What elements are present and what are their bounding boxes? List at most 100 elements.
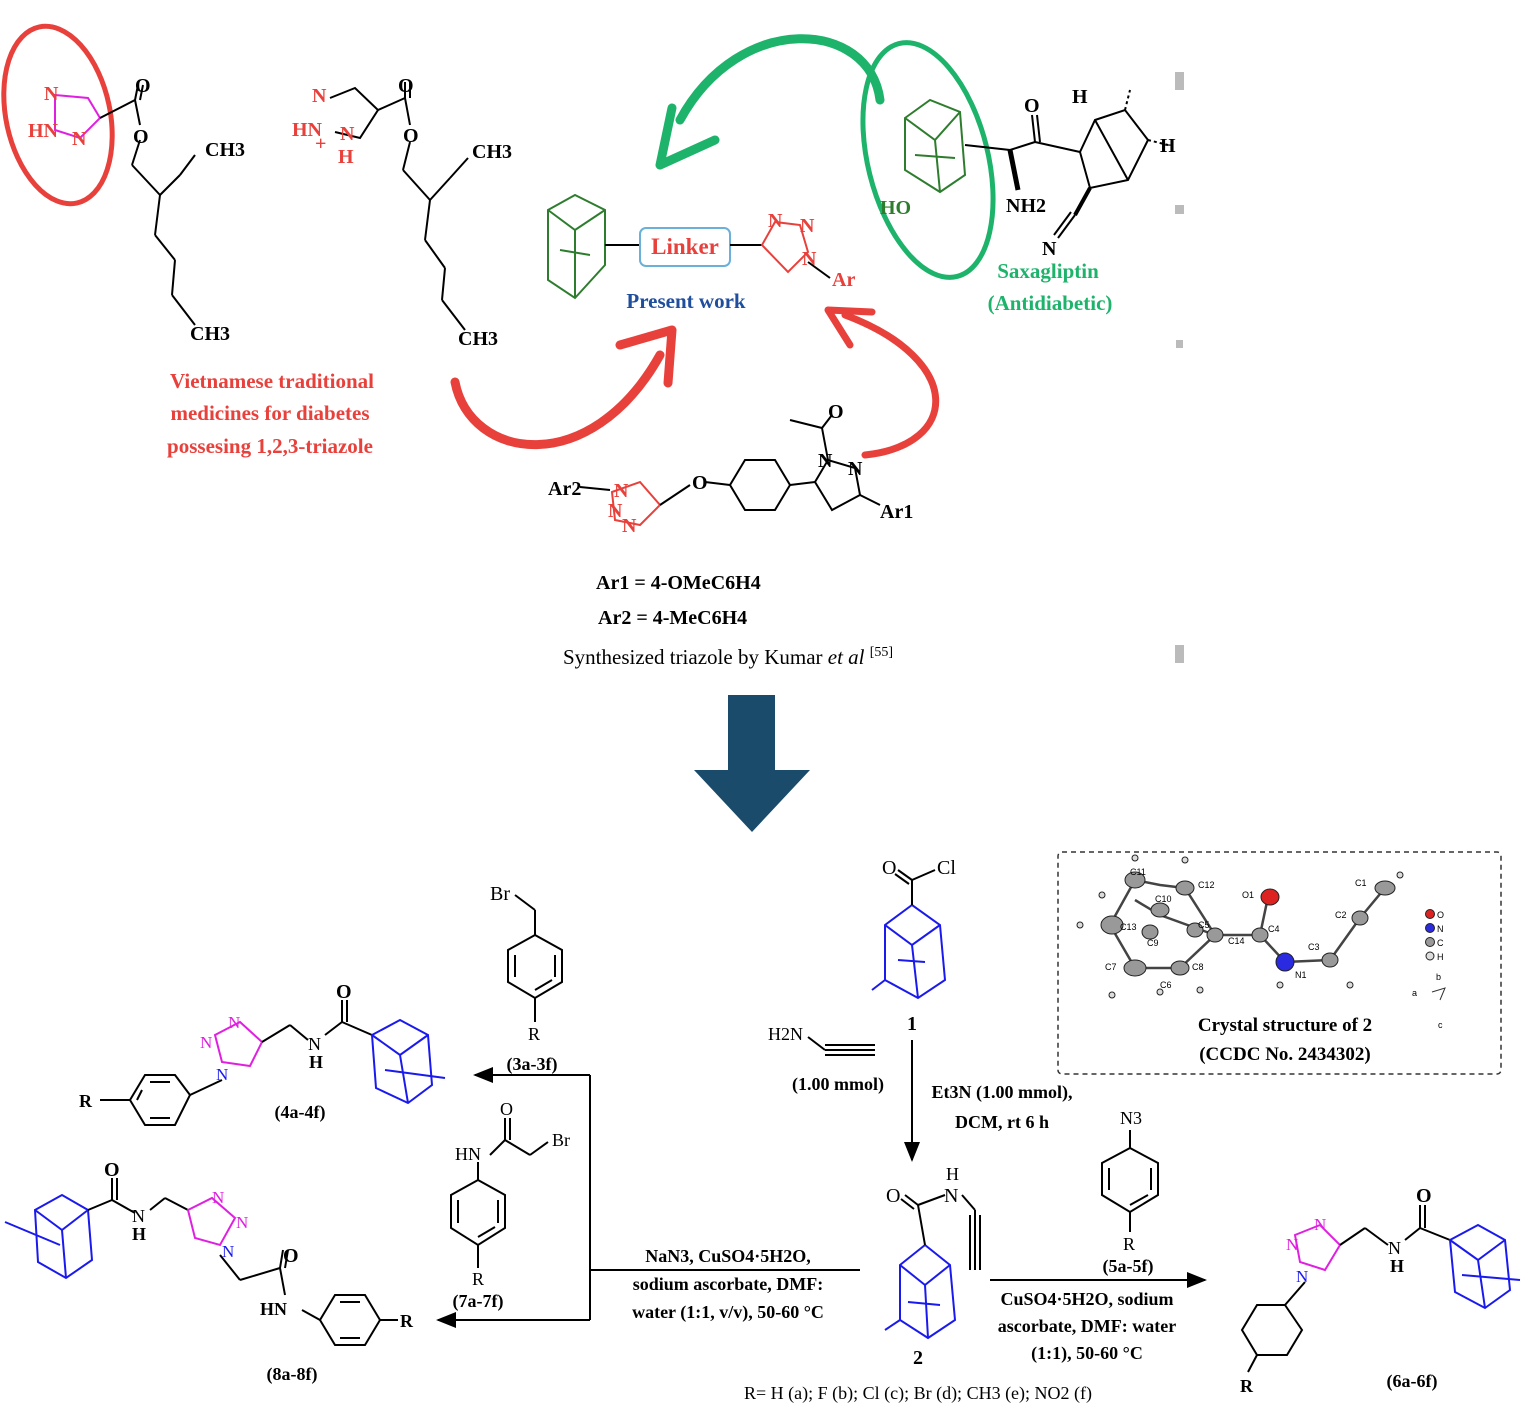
down-arrow	[694, 695, 810, 832]
atom-n: N	[228, 1013, 240, 1032]
atom-h: H	[1072, 86, 1088, 108]
amine-label: H2N	[768, 1024, 803, 1044]
step-right-conditions: (1:1), 50-60 °C	[1031, 1343, 1143, 1364]
r-label: R	[472, 1269, 484, 1289]
charge-plus: +	[315, 133, 326, 155]
vietnamese-compound-1	[1, 23, 196, 326]
vietnamese-compound-2	[329, 82, 469, 331]
atom-n: N	[132, 1206, 145, 1226]
atom-o: O	[403, 125, 419, 147]
atom-o: O	[500, 1099, 513, 1119]
saxagliptin-name: Saxagliptin	[997, 259, 1099, 283]
product-8-structure	[4, 1178, 398, 1346]
atom-br: Br	[490, 883, 510, 905]
atom-n: N	[212, 1188, 224, 1207]
atom-n: N	[72, 128, 87, 150]
branch-arrows-left	[436, 1067, 860, 1328]
r-label: R	[528, 1024, 540, 1044]
atom-n: N	[222, 1242, 234, 1261]
atom-o: O	[692, 472, 708, 494]
hydroxyl-label: HO	[880, 197, 911, 219]
atom-h: H	[946, 1164, 959, 1184]
svg-text:C11: C11	[1130, 867, 1146, 877]
atom-hn: HN	[292, 119, 323, 141]
svg-text:C14: C14	[1228, 936, 1245, 946]
product-4-structure	[100, 1000, 446, 1126]
svg-text:b: b	[1436, 972, 1441, 982]
ar1-definition: Ar1 = 4-OMeC6H4	[596, 572, 761, 594]
atom-n: N	[216, 1065, 228, 1084]
atom-h: H	[309, 1052, 323, 1072]
crystal-structure-panel: O N C H C1 C2 C3 N1 C4 O1 C14 C5 C12 C10…	[1057, 851, 1502, 1075]
atom-o: O	[283, 1245, 299, 1267]
svg-text:Vietnamese traditional: Vietnamese traditional	[170, 369, 374, 393]
atom-o: O	[135, 75, 151, 97]
atom-o: O	[886, 1185, 900, 1207]
atom-n: N	[818, 450, 833, 472]
step-left-conditions: water (1:1, v/v), 50-60 °C	[632, 1302, 824, 1323]
svg-text:C8: C8	[1192, 962, 1204, 972]
linker-label: Linker	[651, 234, 719, 259]
atom-h: H	[1160, 135, 1176, 157]
svg-text:C5: C5	[1198, 920, 1210, 930]
compound-number: 1	[907, 1013, 917, 1035]
atom-n: N	[236, 1213, 248, 1232]
r-label: R	[1240, 1376, 1254, 1396]
atom-h: H	[338, 146, 354, 168]
atom-o: O	[336, 981, 352, 1003]
atom-o: O	[882, 857, 896, 879]
svg-text:O: O	[1437, 910, 1444, 920]
methyl-label: CH3	[190, 323, 230, 345]
product-6-structure	[1240, 1205, 1521, 1373]
atom-n: N	[944, 1185, 958, 1207]
atom-o: O	[398, 75, 414, 97]
r-label: R	[1123, 1234, 1135, 1254]
amine-amount: (1.00 mmol)	[792, 1074, 884, 1095]
methyl-label: CH3	[205, 139, 245, 161]
svg-text:C2: C2	[1335, 910, 1347, 920]
saxagliptin-structure	[860, 40, 1169, 280]
propargylamine-structure	[807, 1036, 875, 1056]
atom-o: O	[133, 126, 149, 148]
svg-text:a: a	[1412, 988, 1417, 998]
svg-text:C6: C6	[1160, 980, 1172, 990]
aryl-label: Ar2	[548, 478, 581, 500]
atom-n: N	[340, 123, 355, 145]
atom-n: N	[1296, 1267, 1308, 1286]
atom-o: O	[828, 401, 844, 423]
atom-n: N	[1286, 1235, 1298, 1254]
compound-1-structure	[871, 869, 947, 1000]
step-left-conditions: NaN3, CuSO4·5H2O,	[645, 1246, 811, 1266]
svg-text:C13: C13	[1120, 922, 1137, 932]
azide-label: N3	[1120, 1108, 1142, 1128]
atom-n: N	[614, 480, 629, 502]
atom-o: O	[1024, 95, 1040, 117]
r-label: R	[400, 1311, 414, 1331]
atom-n: N	[802, 248, 817, 270]
kumar-caption: Synthesized triazole by Kumar et al [55]	[563, 645, 893, 669]
svg-text:C10: C10	[1155, 894, 1172, 904]
crop-marks	[1175, 72, 1184, 663]
green-curved-arrow	[655, 34, 885, 170]
atom-n: N	[312, 85, 327, 107]
atom-n: N	[622, 515, 637, 537]
compound-number: 2	[913, 1347, 923, 1369]
atom-n: N	[800, 215, 815, 237]
amine-label: NH2	[1006, 195, 1046, 217]
bromide-label: (3a-3f)	[507, 1054, 558, 1075]
present-work-structure	[547, 193, 831, 300]
atom-o: O	[104, 1159, 120, 1181]
step-right-conditions: CuSO4·5H2O, sodium	[1000, 1289, 1173, 1309]
atom-h: H	[1390, 1256, 1404, 1276]
aryl-azide-structure	[1101, 1130, 1159, 1232]
atom-h: H	[132, 1224, 146, 1244]
present-work-labels: Linker Present work N N N Ar	[626, 210, 855, 313]
atom-hn: HN	[260, 1299, 287, 1319]
svg-text:C3: C3	[1308, 942, 1320, 952]
svg-text:N1: N1	[1295, 970, 1307, 980]
aryl-label: Ar	[832, 269, 855, 291]
step-left-conditions: sodium ascorbate, DMF:	[633, 1274, 823, 1294]
benzyl-bromide-structure	[507, 894, 563, 1022]
azide-compound-label: (5a-5f)	[1103, 1256, 1154, 1277]
